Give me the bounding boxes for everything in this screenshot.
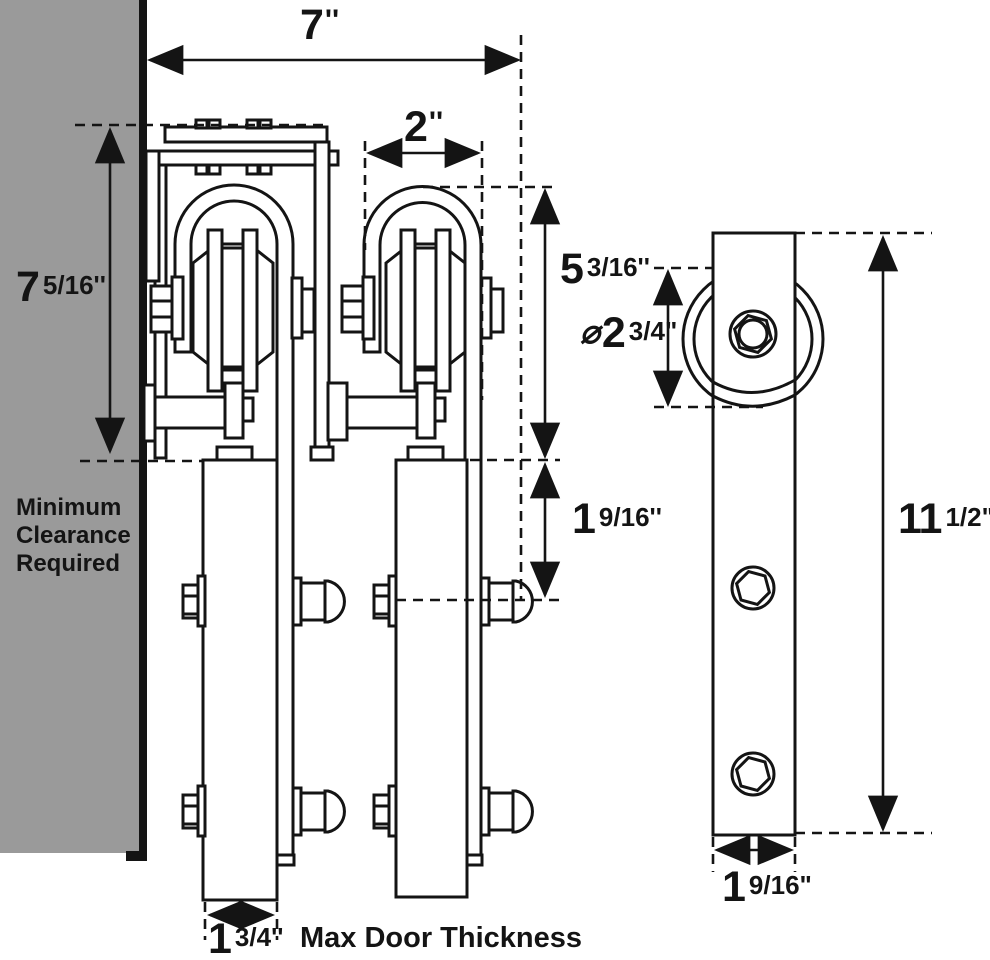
dim-unit: '' xyxy=(324,4,340,37)
wheel-side-bar xyxy=(206,228,224,393)
roller-wheel xyxy=(191,246,275,369)
hex-facets xyxy=(374,804,389,826)
wall-fill xyxy=(0,0,143,853)
dim-fraction: 3/16'' xyxy=(586,252,650,282)
bolt-end-plate xyxy=(142,383,157,443)
acorn-dome xyxy=(323,789,346,834)
max-door-thickness-note: Max Door Thickness xyxy=(300,922,583,954)
dim-value: 1 xyxy=(722,863,746,911)
acorn-nut xyxy=(299,581,327,622)
left-roller-unit xyxy=(142,118,346,902)
hanger-frame-foot xyxy=(309,445,335,462)
bolt-end-plate xyxy=(326,381,349,442)
dim-fraction: 9/16" xyxy=(748,870,812,900)
note-line: Clearance xyxy=(16,522,131,549)
acorn-nut xyxy=(299,791,327,832)
door-bolt-washer xyxy=(387,574,398,628)
dim-fraction: 3/4" xyxy=(628,316,678,346)
bolt-shaft xyxy=(153,395,227,430)
bolt-nut xyxy=(241,396,255,423)
acorn-dome xyxy=(323,579,346,624)
wheel-hub xyxy=(220,242,245,372)
acorn-dome xyxy=(511,789,534,834)
dim-unit: '' xyxy=(428,106,444,139)
right-roller-unit xyxy=(326,185,534,899)
hex-facets xyxy=(183,594,198,616)
dim-value: 7 xyxy=(300,1,324,49)
note-line: Minimum xyxy=(16,494,122,521)
minimum-clearance-note: Minimum Clearance Required xyxy=(16,494,131,578)
wheel-groove-line xyxy=(712,378,796,394)
wall-bracket-horizontal xyxy=(144,149,340,167)
wall-bracket-vertical xyxy=(144,149,161,283)
hanger-strap xyxy=(173,183,295,857)
bracket-clip xyxy=(194,163,209,176)
bolt-shaft xyxy=(345,395,419,430)
strap-bolt-hex xyxy=(734,755,772,793)
dim-value: 1 xyxy=(572,495,596,543)
note-line: Required xyxy=(16,550,121,577)
door-section xyxy=(201,458,279,902)
wall-section xyxy=(0,0,147,861)
wheel-side-bar xyxy=(434,228,452,393)
dim-fraction: 9/16'' xyxy=(598,502,662,532)
axle-hex-head xyxy=(149,284,174,334)
bolt-block xyxy=(415,381,437,440)
hex-facets xyxy=(374,594,389,616)
door-bolt-washer xyxy=(387,784,398,838)
dimension-lines xyxy=(94,44,899,931)
dim-value: 11 xyxy=(898,495,942,543)
dim-value: 2 xyxy=(404,103,428,151)
door-bolt-washer xyxy=(196,784,207,838)
dim-7in-label: 7'' xyxy=(300,4,339,47)
dim-value: 1 xyxy=(208,915,232,960)
axle-washer xyxy=(170,275,185,341)
door-top-clip xyxy=(215,445,254,462)
dim-value: 7 xyxy=(16,263,40,311)
wheel-side-bar xyxy=(241,228,259,393)
door-top-clip xyxy=(406,445,445,462)
dim-2in-label: 2'' xyxy=(404,106,443,149)
acorn-nut xyxy=(487,791,515,832)
side-view-hanger xyxy=(681,231,825,837)
bolt-nut xyxy=(433,396,447,423)
dim-fraction: 5/16'' xyxy=(42,270,106,300)
wheel-groove-line xyxy=(712,393,796,408)
door-section xyxy=(394,458,469,899)
bracket-clip xyxy=(245,163,260,176)
bolt-block xyxy=(223,381,245,440)
hex-facets xyxy=(151,299,172,319)
axle-nut-tab xyxy=(489,287,505,334)
axle-washer xyxy=(361,275,376,341)
door-bolt-washer xyxy=(196,574,207,628)
axle-hex-head xyxy=(340,284,365,334)
diameter-symbol: ⌀ xyxy=(580,313,600,350)
dim-value: 5 xyxy=(560,245,584,293)
bracket-clip xyxy=(258,163,273,176)
wheel-hub xyxy=(413,242,438,372)
bracket-clip xyxy=(207,163,222,176)
strap-bolt-hex xyxy=(734,569,772,607)
dim-fraction: 1/2" xyxy=(945,502,990,532)
extension-lines xyxy=(75,35,932,940)
axle-center xyxy=(737,318,769,350)
wheel-side-bar xyxy=(399,228,417,393)
dim-fraction: 3/4'' xyxy=(234,922,284,952)
dim-value: 2 xyxy=(601,309,626,357)
wall-edge-foot xyxy=(126,851,147,861)
roller-wheel xyxy=(384,246,467,369)
axle-nut-tab xyxy=(300,287,316,334)
acorn-dome xyxy=(511,579,534,624)
hex-facets xyxy=(342,299,363,319)
hex-facets xyxy=(183,804,198,826)
acorn-nut xyxy=(487,581,515,622)
